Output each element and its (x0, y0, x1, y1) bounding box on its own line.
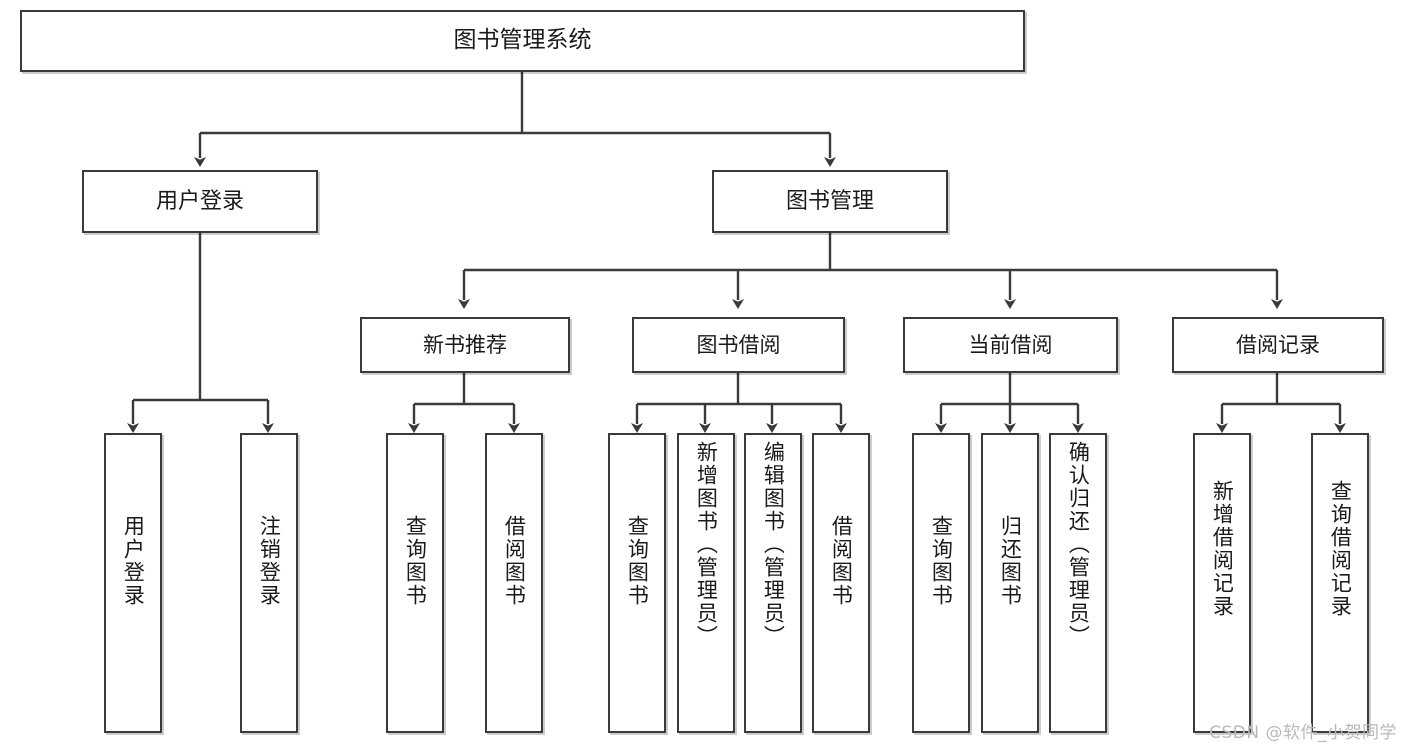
leaf-new-book-borrow-book[interactable]: 借阅图书 (485, 433, 543, 733)
node-label: 新书推荐 (423, 332, 507, 357)
node-label: 确认归还（管理员） (1066, 441, 1091, 648)
leaf-current-borrow-query-book[interactable]: 查询图书 (912, 433, 970, 733)
node-user-login[interactable]: 用户登录 (82, 170, 318, 233)
node-label: 新增图书（管理员） (694, 441, 719, 648)
leaf-book-borrow-borrow-book[interactable]: 借阅图书 (812, 433, 870, 733)
node-label: 查询图书 (929, 515, 954, 607)
node-label: 查询图书 (625, 515, 650, 607)
leaf-user-login-logout[interactable]: 注销登录 (240, 433, 298, 733)
node-label: 编辑图书（管理员） (761, 441, 786, 648)
node-current-borrow[interactable]: 当前借阅 (903, 317, 1118, 373)
leaf-user-login-login[interactable]: 用户登录 (104, 433, 162, 733)
node-label: 借阅图书 (829, 515, 854, 607)
node-label: 图书管理 (785, 188, 874, 214)
node-label: 注销登录 (257, 515, 282, 607)
node-label: 图书管理系统 (453, 27, 592, 54)
leaf-current-borrow-confirm-return-admin[interactable]: 确认归还（管理员） (1049, 433, 1107, 733)
leaf-borrow-record-query-record[interactable]: 查询借阅记录 (1311, 433, 1369, 733)
node-borrow-record[interactable]: 借阅记录 (1172, 317, 1384, 373)
csdn-watermark: CSDN @软件_小贺同学 (1209, 723, 1397, 743)
leaf-borrow-record-add-record[interactable]: 新增借阅记录 (1193, 433, 1251, 733)
leaf-book-borrow-edit-book-admin[interactable]: 编辑图书（管理员） (744, 433, 802, 733)
node-label: 新增借阅记录 (1210, 480, 1235, 618)
leaf-book-borrow-query-book[interactable]: 查询图书 (608, 433, 666, 733)
node-label: 用户登录 (121, 515, 146, 607)
node-root-book-management-system[interactable]: 图书管理系统 (20, 10, 1025, 72)
node-label: 归还图书 (998, 515, 1023, 607)
node-book-borrow[interactable]: 图书借阅 (632, 317, 845, 373)
node-label: 借阅记录 (1236, 332, 1320, 357)
leaf-current-borrow-return-book[interactable]: 归还图书 (981, 433, 1039, 733)
node-label: 图书借阅 (696, 332, 781, 357)
node-label: 当前借阅 (968, 332, 1053, 357)
leaf-book-borrow-add-book-admin[interactable]: 新增图书（管理员） (677, 433, 735, 733)
node-label: 查询图书 (403, 515, 428, 607)
node-label: 查询借阅记录 (1328, 480, 1353, 618)
leaf-new-book-query-book[interactable]: 查询图书 (386, 433, 444, 733)
node-new-book-recommend[interactable]: 新书推荐 (360, 317, 570, 373)
node-label: 借阅图书 (502, 515, 527, 607)
node-label: 用户登录 (155, 188, 244, 214)
node-book-management[interactable]: 图书管理 (712, 170, 948, 233)
